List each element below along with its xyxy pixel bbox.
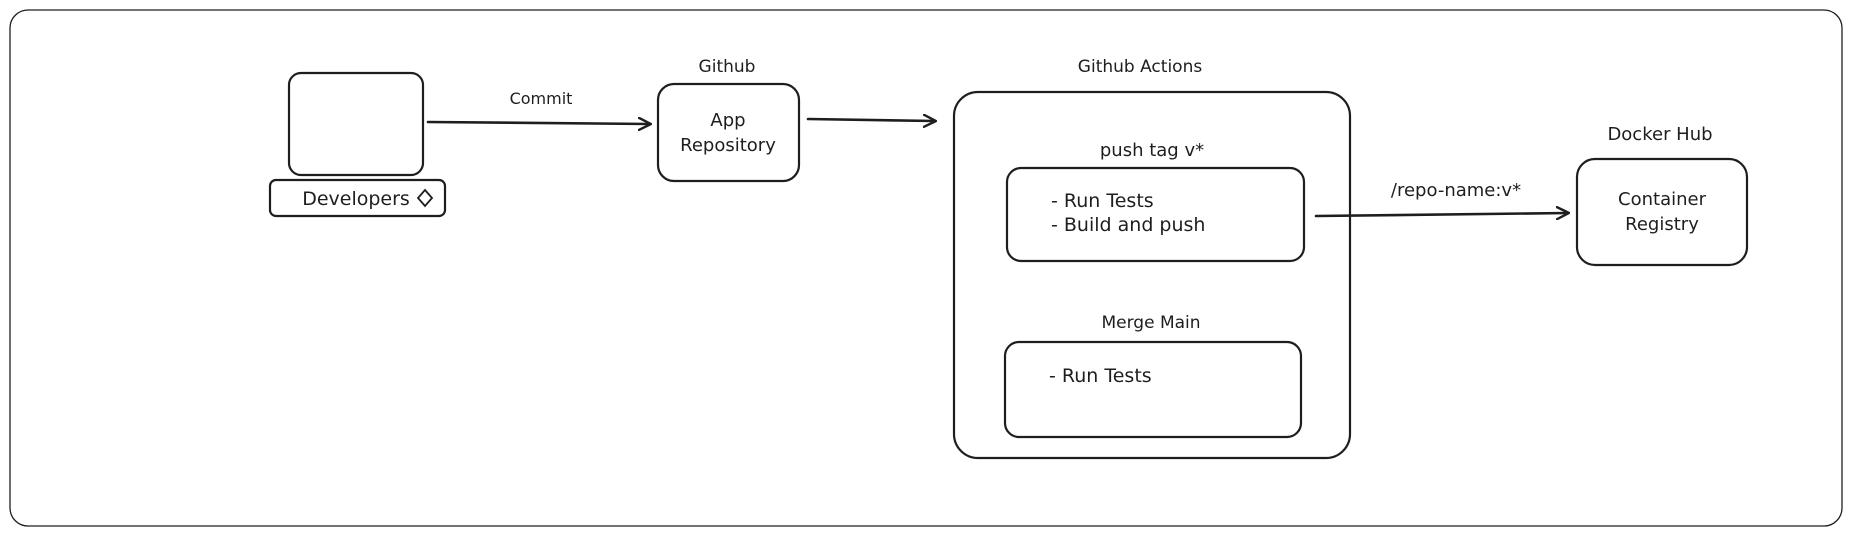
diamond-icon <box>416 188 434 208</box>
merge-main-step-run-tests: - Run Tests <box>1049 365 1152 387</box>
push-tag-step-run-tests: - Run Tests <box>1051 190 1154 212</box>
developers-label: Developers <box>302 188 410 210</box>
push-tag-title: push tag v* <box>1100 140 1204 161</box>
docker-hub-group-label: Docker Hub <box>1607 124 1712 145</box>
github-actions-group-label: Github Actions <box>1078 57 1203 77</box>
push-tag-box <box>1005 166 1306 263</box>
app-repository-box <box>656 82 801 183</box>
github-group-label: Github <box>699 57 756 77</box>
developers-label-box <box>268 178 447 218</box>
container-registry-line1: Container <box>1618 189 1707 210</box>
merge-main-box <box>1003 340 1303 439</box>
app-repository-line1: App <box>710 110 745 131</box>
container-registry-line2: Registry <box>1625 214 1699 235</box>
outer-frame <box>9 9 1843 527</box>
commit-arrow <box>426 122 650 124</box>
container-registry-box <box>1575 157 1749 267</box>
container-registry-node[interactable]: Container Registry <box>1575 157 1749 267</box>
commit-label: Commit <box>510 89 573 108</box>
github-to-actions-arrow <box>806 119 935 121</box>
push-tag-workflow[interactable]: - Run Tests - Build and push <box>1005 166 1306 263</box>
push-tag-step-build-push: - Build and push <box>1051 214 1205 236</box>
monitor-icon <box>287 71 425 177</box>
merge-main-title: Merge Main <box>1101 313 1200 333</box>
registry-push-label: /repo-name:v* <box>1391 180 1521 201</box>
registry-push-arrow <box>1314 213 1568 216</box>
merge-main-workflow[interactable]: - Run Tests <box>1003 340 1303 439</box>
app-repository-line2: Repository <box>680 135 776 156</box>
app-repository-node[interactable]: App Repository <box>656 82 801 183</box>
developers-node[interactable]: Developers <box>268 71 447 218</box>
